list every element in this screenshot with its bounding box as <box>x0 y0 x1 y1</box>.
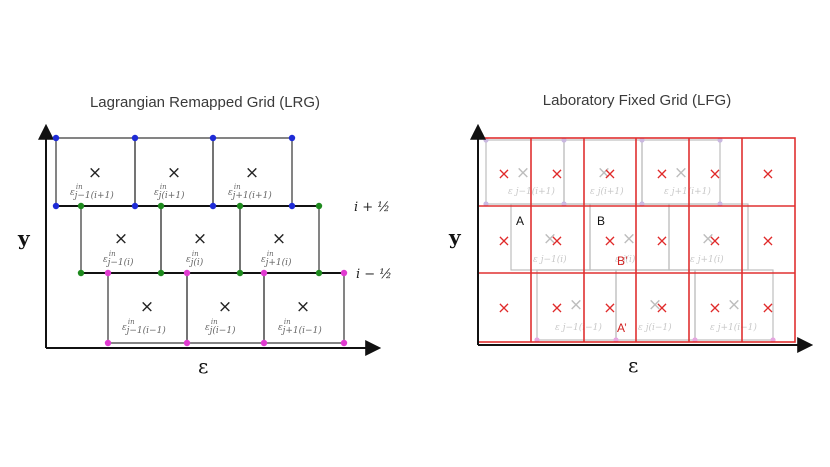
lrg-bottom-nodes <box>104 269 348 347</box>
lfg-ghost-grid <box>485 139 774 341</box>
lfg-point-b-prime: B’ <box>617 254 628 268</box>
svg-text:×: × <box>88 163 102 183</box>
lrg-y-axis-label: y <box>17 226 31 250</box>
svg-text:×: × <box>708 298 721 317</box>
svg-text:×: × <box>167 163 181 183</box>
svg-text:×: × <box>114 229 128 249</box>
svg-text:×: × <box>655 231 668 250</box>
svg-text:ε j−1(i): ε j−1(i) <box>533 254 567 265</box>
svg-text:×: × <box>761 298 774 317</box>
svg-text:×: × <box>761 164 774 183</box>
svg-text:×: × <box>727 295 741 315</box>
svg-text:×: × <box>655 164 668 183</box>
svg-text:×: × <box>550 164 563 183</box>
svg-text:×: × <box>245 163 259 183</box>
svg-text:×: × <box>603 164 616 183</box>
svg-text:ε j+1(i−1): ε j+1(i−1) <box>710 322 757 333</box>
svg-text:×: × <box>603 231 616 250</box>
svg-text:×: × <box>543 229 557 249</box>
lrg-top-nodes <box>52 134 296 210</box>
svg-text:×: × <box>648 295 662 315</box>
svg-text:ε j(i−1): ε j(i−1) <box>638 322 672 333</box>
svg-text:×: × <box>597 163 611 183</box>
lfg-red-crosses: × × × × × × × × × × × × × × × × × × <box>497 164 774 317</box>
lfg-panel: Laboratory Fixed Grid (LFG) × × × ε j−1(… <box>448 92 814 377</box>
lrg-x-axis-label: ε <box>198 354 208 378</box>
svg-text:ε j+1(i): ε j+1(i) <box>690 254 724 265</box>
lfg-point-a-prime: A’ <box>617 321 627 335</box>
svg-text:×: × <box>708 231 721 250</box>
svg-text:×: × <box>272 229 286 249</box>
svg-text:×: × <box>622 229 636 249</box>
lrg-panel: Lagrangian Remapped Grid (LRG) y ε <box>17 94 392 378</box>
lrg-middle-nodes <box>77 202 323 277</box>
lfg-point-a: A <box>516 214 524 228</box>
svg-text:×: × <box>655 298 668 317</box>
svg-text:ε j(i): ε j(i) <box>615 254 636 265</box>
svg-text:×: × <box>193 229 207 249</box>
svg-text:×: × <box>603 298 616 317</box>
svg-text:×: × <box>550 231 563 250</box>
svg-text:×: × <box>550 298 563 317</box>
svg-text:×: × <box>569 295 583 315</box>
svg-text:ε j+1(i+1): ε j+1(i+1) <box>664 186 711 197</box>
lrg-title: Lagrangian Remapped Grid (LRG) <box>90 94 320 111</box>
svg-text:×: × <box>674 163 688 183</box>
svg-text:×: × <box>761 231 774 250</box>
lfg-y-axis-label: y <box>448 225 462 249</box>
lfg-point-b: B <box>597 214 605 228</box>
svg-text:×: × <box>516 163 530 183</box>
svg-text:×: × <box>218 297 232 317</box>
svg-text:×: × <box>497 298 510 317</box>
svg-text:×: × <box>497 231 510 250</box>
lfg-title: Laboratory Fixed Grid (LFG) <box>543 92 731 109</box>
svg-text:×: × <box>701 229 715 249</box>
svg-text:×: × <box>708 164 721 183</box>
svg-text:ε j−1(i−1): ε j−1(i−1) <box>555 322 602 333</box>
svg-text:ε j(i+1): ε j(i+1) <box>590 186 624 197</box>
svg-text:×: × <box>140 297 154 317</box>
lfg-x-axis-label: ε <box>628 353 638 377</box>
lrg-row-label-lower: i − ½ <box>356 267 392 282</box>
lrg-row-label-upper: i + ½ <box>354 200 390 215</box>
svg-text:×: × <box>296 297 310 317</box>
svg-text:×: × <box>497 164 510 183</box>
